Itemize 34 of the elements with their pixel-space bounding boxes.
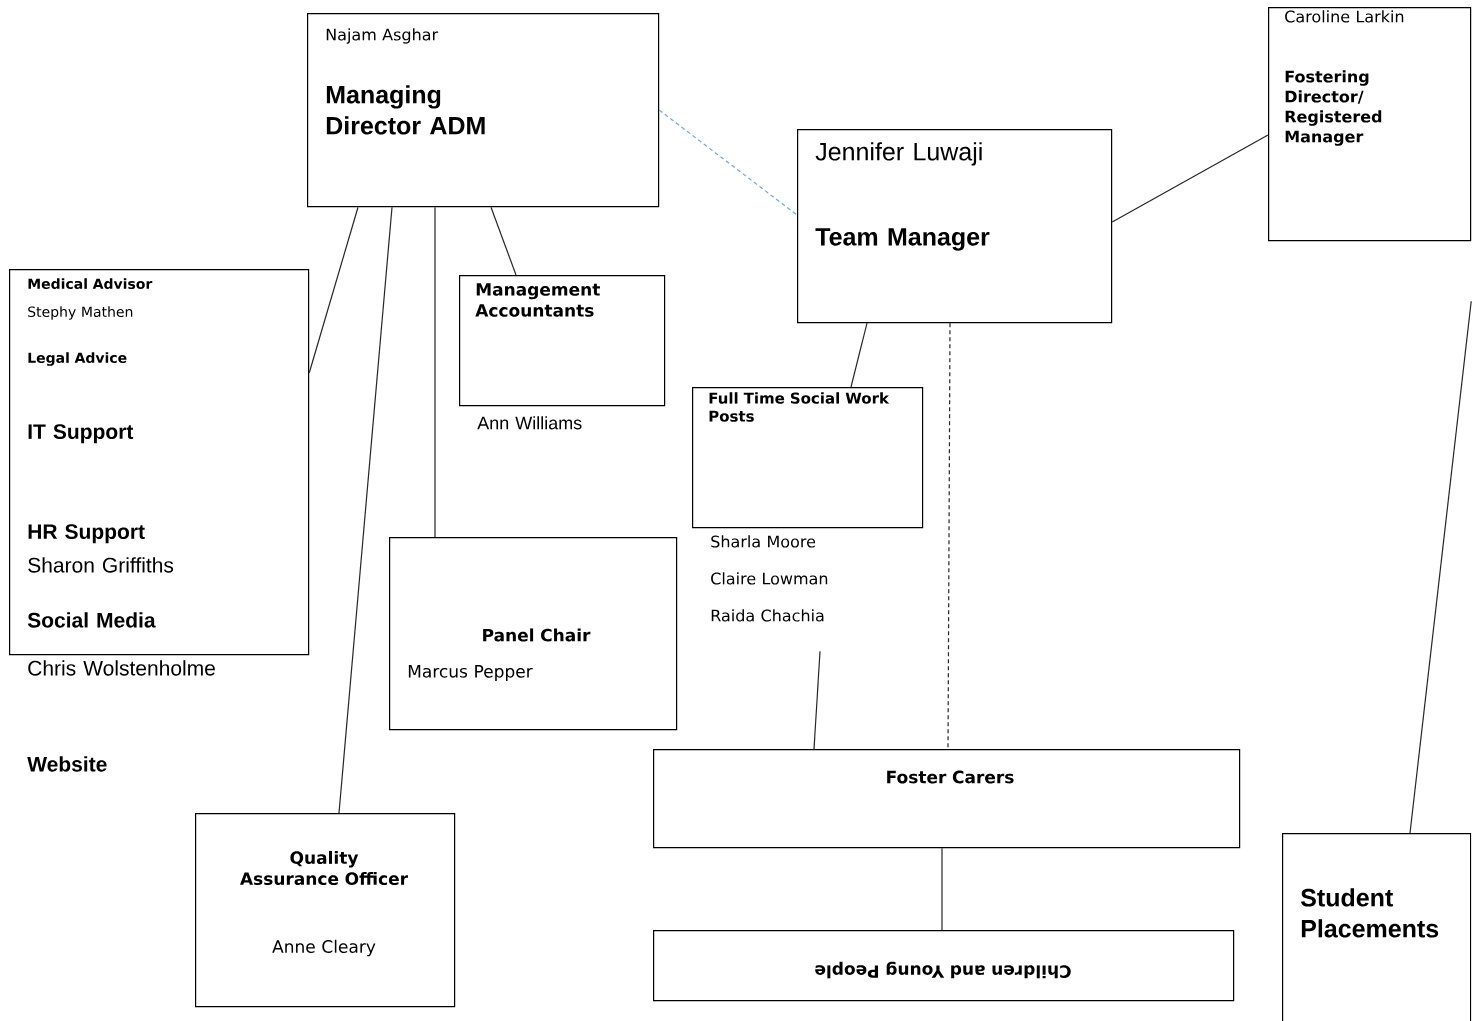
connector-line [434, 206, 436, 538]
connector-line [941, 847, 943, 931]
role-box: Foster Carers [653, 749, 1241, 849]
connector-line [338, 206, 393, 814]
role-box: Full Time Social Work Posts [692, 387, 924, 529]
role-box: Panel Chair Marcus Pepper [389, 537, 678, 731]
node-label: Stephy Mathen [28, 306, 133, 320]
node-label: Social Media [27, 612, 156, 628]
staff-name: Chris Wolstenholme [28, 660, 215, 676]
role-box: Najam Asghar Managing Director ADM [307, 13, 660, 208]
connector-line [850, 322, 868, 388]
staff-name: Claire Lowman [711, 572, 828, 585]
node-label: HR Support [28, 524, 145, 544]
node-label: Medical Advisor [28, 278, 153, 290]
role-box: Caroline Larkin Fostering Director/ Registered Manager [1268, 7, 1472, 242]
node-label: Sharon Griffiths [28, 557, 174, 573]
connector-line [308, 206, 359, 374]
connector-line [1111, 134, 1269, 223]
role-box: Jennifer Luwaji Team Manager [797, 129, 1113, 324]
connector-line [813, 650, 821, 750]
role-box: Student Placements [1282, 833, 1472, 1021]
staff-name: Raida Chachia [711, 609, 824, 622]
connector-line [1409, 300, 1472, 834]
role-box: Children and Young People [653, 930, 1235, 1002]
node-label: Legal Advice [28, 352, 127, 366]
node-label: IT Support [28, 424, 134, 444]
staff-name: Sharla Moore [711, 535, 816, 548]
staff-name: Ann Williams [477, 416, 582, 430]
role-box: Medical Advisor Stephy Mathen Legal Advice IT Support HR Support Sharon Griffiths Social Media [9, 269, 310, 656]
connector-line [490, 206, 517, 276]
role-box: Quality Assurance Officer Anne Cleary [195, 813, 456, 1008]
connector-line [658, 109, 798, 216]
staff-name: Website [27, 756, 107, 772]
role-box: Management Accountants [459, 275, 666, 407]
